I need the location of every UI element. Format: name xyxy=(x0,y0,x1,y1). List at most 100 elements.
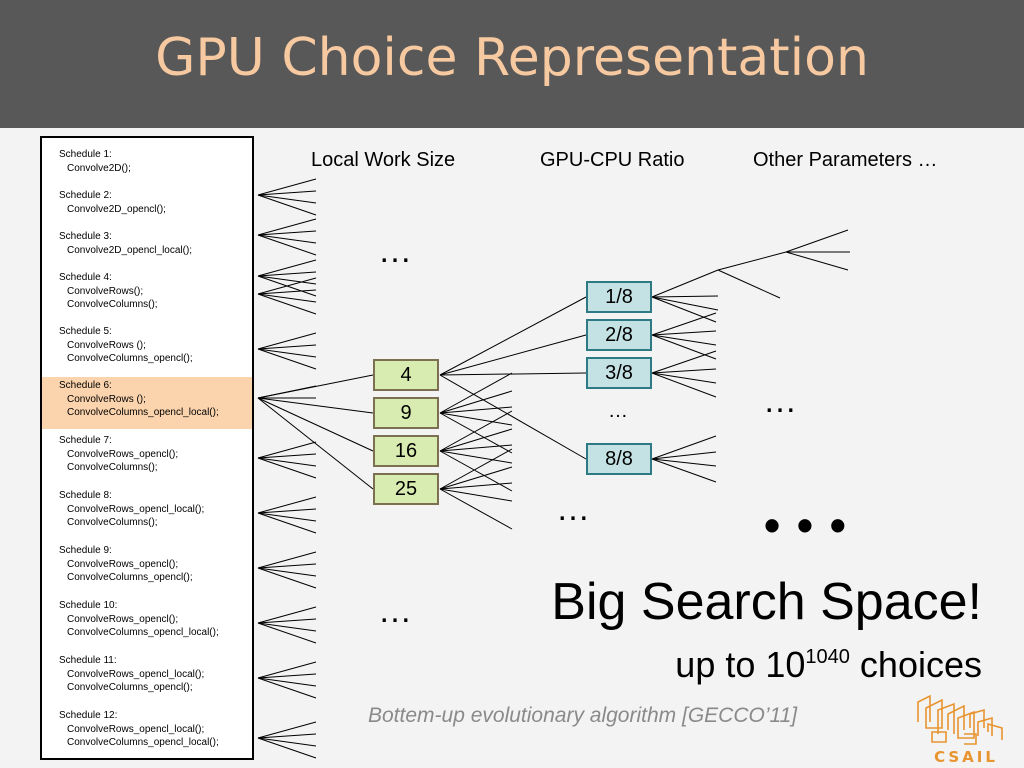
ratio-branch-line xyxy=(651,372,717,384)
work-size-branch-line xyxy=(439,444,513,452)
schedule-branch-line xyxy=(257,618,317,624)
schedule-header: Schedule 2: xyxy=(59,190,112,201)
schedule-branch-line xyxy=(257,453,317,459)
schedule-item: Schedule 11: ConvolveRows_opencl_local();… xyxy=(42,654,252,695)
schedule-6-branch-line xyxy=(257,385,317,399)
ratio-branch-line xyxy=(651,435,717,460)
work-size-branch-line xyxy=(439,374,587,460)
ellipsis-ratios: … xyxy=(608,400,628,422)
schedule-call: ConvolveRows_opencl(); xyxy=(67,558,179,570)
schedule-header: Schedule 4: xyxy=(59,272,112,283)
schedule-branch-line xyxy=(257,194,317,204)
schedule-call: ConvolveRows_opencl_local(); xyxy=(67,668,205,680)
schedule-call: ConvolveColumns_opencl(); xyxy=(67,682,193,693)
schedule-item: Schedule 8:ConvolveRows_opencl_local();C… xyxy=(42,489,252,530)
schedule-branch-line xyxy=(257,234,317,244)
schedule-call: ConvolveRows(); xyxy=(67,285,144,297)
ratio-branch-line xyxy=(651,334,717,346)
schedule-header: Schedule 7: xyxy=(59,435,112,446)
schedule-call: Convolve2D_opencl_local(); xyxy=(67,244,193,256)
schedule-branch-line xyxy=(257,275,317,285)
work-size-branch-line xyxy=(439,372,587,376)
ratio-branch-line xyxy=(651,350,717,374)
work-size-branch-line xyxy=(439,428,513,452)
work-size-branch-line xyxy=(439,448,513,490)
work-size-branch-line xyxy=(439,450,513,464)
schedule-call: ConvolveRows (); xyxy=(67,339,146,351)
schedule-branch-line xyxy=(257,737,317,747)
ellipsis-middle: … xyxy=(556,490,590,528)
schedule-branch-line xyxy=(257,661,317,679)
schedule-branch-line xyxy=(257,737,317,759)
work-size-branch-line xyxy=(439,488,513,502)
schedule-branch-line xyxy=(257,512,317,522)
schedule-item: Schedule 12:ConvolveRows_opencl_local();… xyxy=(42,709,252,750)
schedule-branch-line xyxy=(257,457,317,479)
schedule-branch-line xyxy=(257,348,317,370)
ratio-branch-line xyxy=(651,458,717,483)
ratio-branch-line xyxy=(651,368,717,374)
work-size-branch-line xyxy=(439,406,513,414)
schedule-call: Convolve2D(); xyxy=(67,162,131,174)
schedule-branch-line xyxy=(257,344,317,350)
schedule-call: ConvolveColumns_opencl_local(); xyxy=(67,737,219,748)
schedule-branch-line xyxy=(257,673,317,679)
other-param-branch-line xyxy=(785,251,849,271)
schedule-branch-line xyxy=(257,496,317,514)
choices-exponent: 1040 xyxy=(805,646,850,668)
schedule-branch-line xyxy=(257,234,317,256)
schedule-branch-line xyxy=(257,289,317,295)
schedule-6-branch-line xyxy=(257,397,374,414)
schedule-branch-line xyxy=(257,721,317,739)
schedule-call: ConvolveColumns(); xyxy=(67,299,158,310)
column-header-gpu-cpu-ratio: GPU-CPU Ratio xyxy=(540,149,685,171)
ratio-branch-line xyxy=(651,372,717,398)
work-size-branch-line xyxy=(439,412,513,426)
csail-logo-text: CSAIL xyxy=(934,748,998,766)
work-size-box: 25 xyxy=(373,473,439,505)
schedule-branch-line xyxy=(257,348,317,358)
ratio-box: 1/8 xyxy=(586,281,652,313)
schedule-header: Schedule 6: xyxy=(59,380,112,391)
schedule-item: Schedule 2:Convolve2D_opencl(); xyxy=(42,189,252,216)
column-header-local-work-size: Local Work Size xyxy=(311,149,456,171)
schedule-header: Schedule 12: xyxy=(59,710,118,721)
schedule-item: Schedule 6:ConvolveRows ();ConvolveColum… xyxy=(42,377,252,429)
schedule-branch-line xyxy=(257,293,317,315)
work-size-branch-line xyxy=(439,466,513,490)
schedule-header: Schedule 11: xyxy=(59,655,117,666)
choices-suffix: choices xyxy=(849,644,982,685)
ellipsis-other: … xyxy=(763,382,797,420)
ratio-branch-line xyxy=(651,269,719,298)
work-size-box: 16 xyxy=(373,435,439,467)
schedule-branch-line xyxy=(257,677,317,699)
footnote-citation: Bottem-up evolutionary algorithm [GECCO’… xyxy=(368,704,798,727)
work-size-branch-line xyxy=(439,390,513,414)
schedule-branch-line xyxy=(257,441,317,459)
schedule-item: Schedule 3:Convolve2D_opencl_local(); xyxy=(42,230,252,257)
schedule-branch-line xyxy=(257,551,317,569)
schedule-list-panel: Schedule 1:Convolve2D();Schedule 2:Convo… xyxy=(40,136,254,760)
other-param-branch-line xyxy=(785,229,849,253)
schedule-6-branch-line xyxy=(257,397,374,490)
schedule-branch-line xyxy=(257,271,317,277)
schedule-branch-line xyxy=(257,332,317,350)
ratio-branch-line xyxy=(651,334,717,360)
csail-logo: CSAIL xyxy=(917,694,1003,766)
schedule-item: Schedule 5: ConvolveRows (); ConvolveColum… xyxy=(42,325,252,366)
schedule-branch-line xyxy=(257,567,317,577)
ratio-branch-line xyxy=(651,296,717,323)
schedule-branch-line xyxy=(257,563,317,569)
title-bar xyxy=(0,0,1024,128)
ellipsis-lower: … xyxy=(378,592,412,630)
schedule-call: ConvolveColumns_opencl(); xyxy=(67,353,193,364)
ratio-box: 3/8 xyxy=(586,357,652,389)
other-param-branch-line xyxy=(717,251,787,271)
column-header-other-parameters: Other Parameters … xyxy=(753,149,938,171)
ratio-box: 2/8 xyxy=(586,319,652,351)
schedule-call: ConvolveColumns_opencl_local(); xyxy=(67,407,219,418)
schedule-header: Schedule 5: xyxy=(59,326,112,337)
schedule-header: Schedule 8: xyxy=(59,490,112,501)
work-size-branch-line xyxy=(439,296,587,376)
schedule-item: Schedule 7:ConvolveRows_opencl();Convolv… xyxy=(42,434,252,475)
